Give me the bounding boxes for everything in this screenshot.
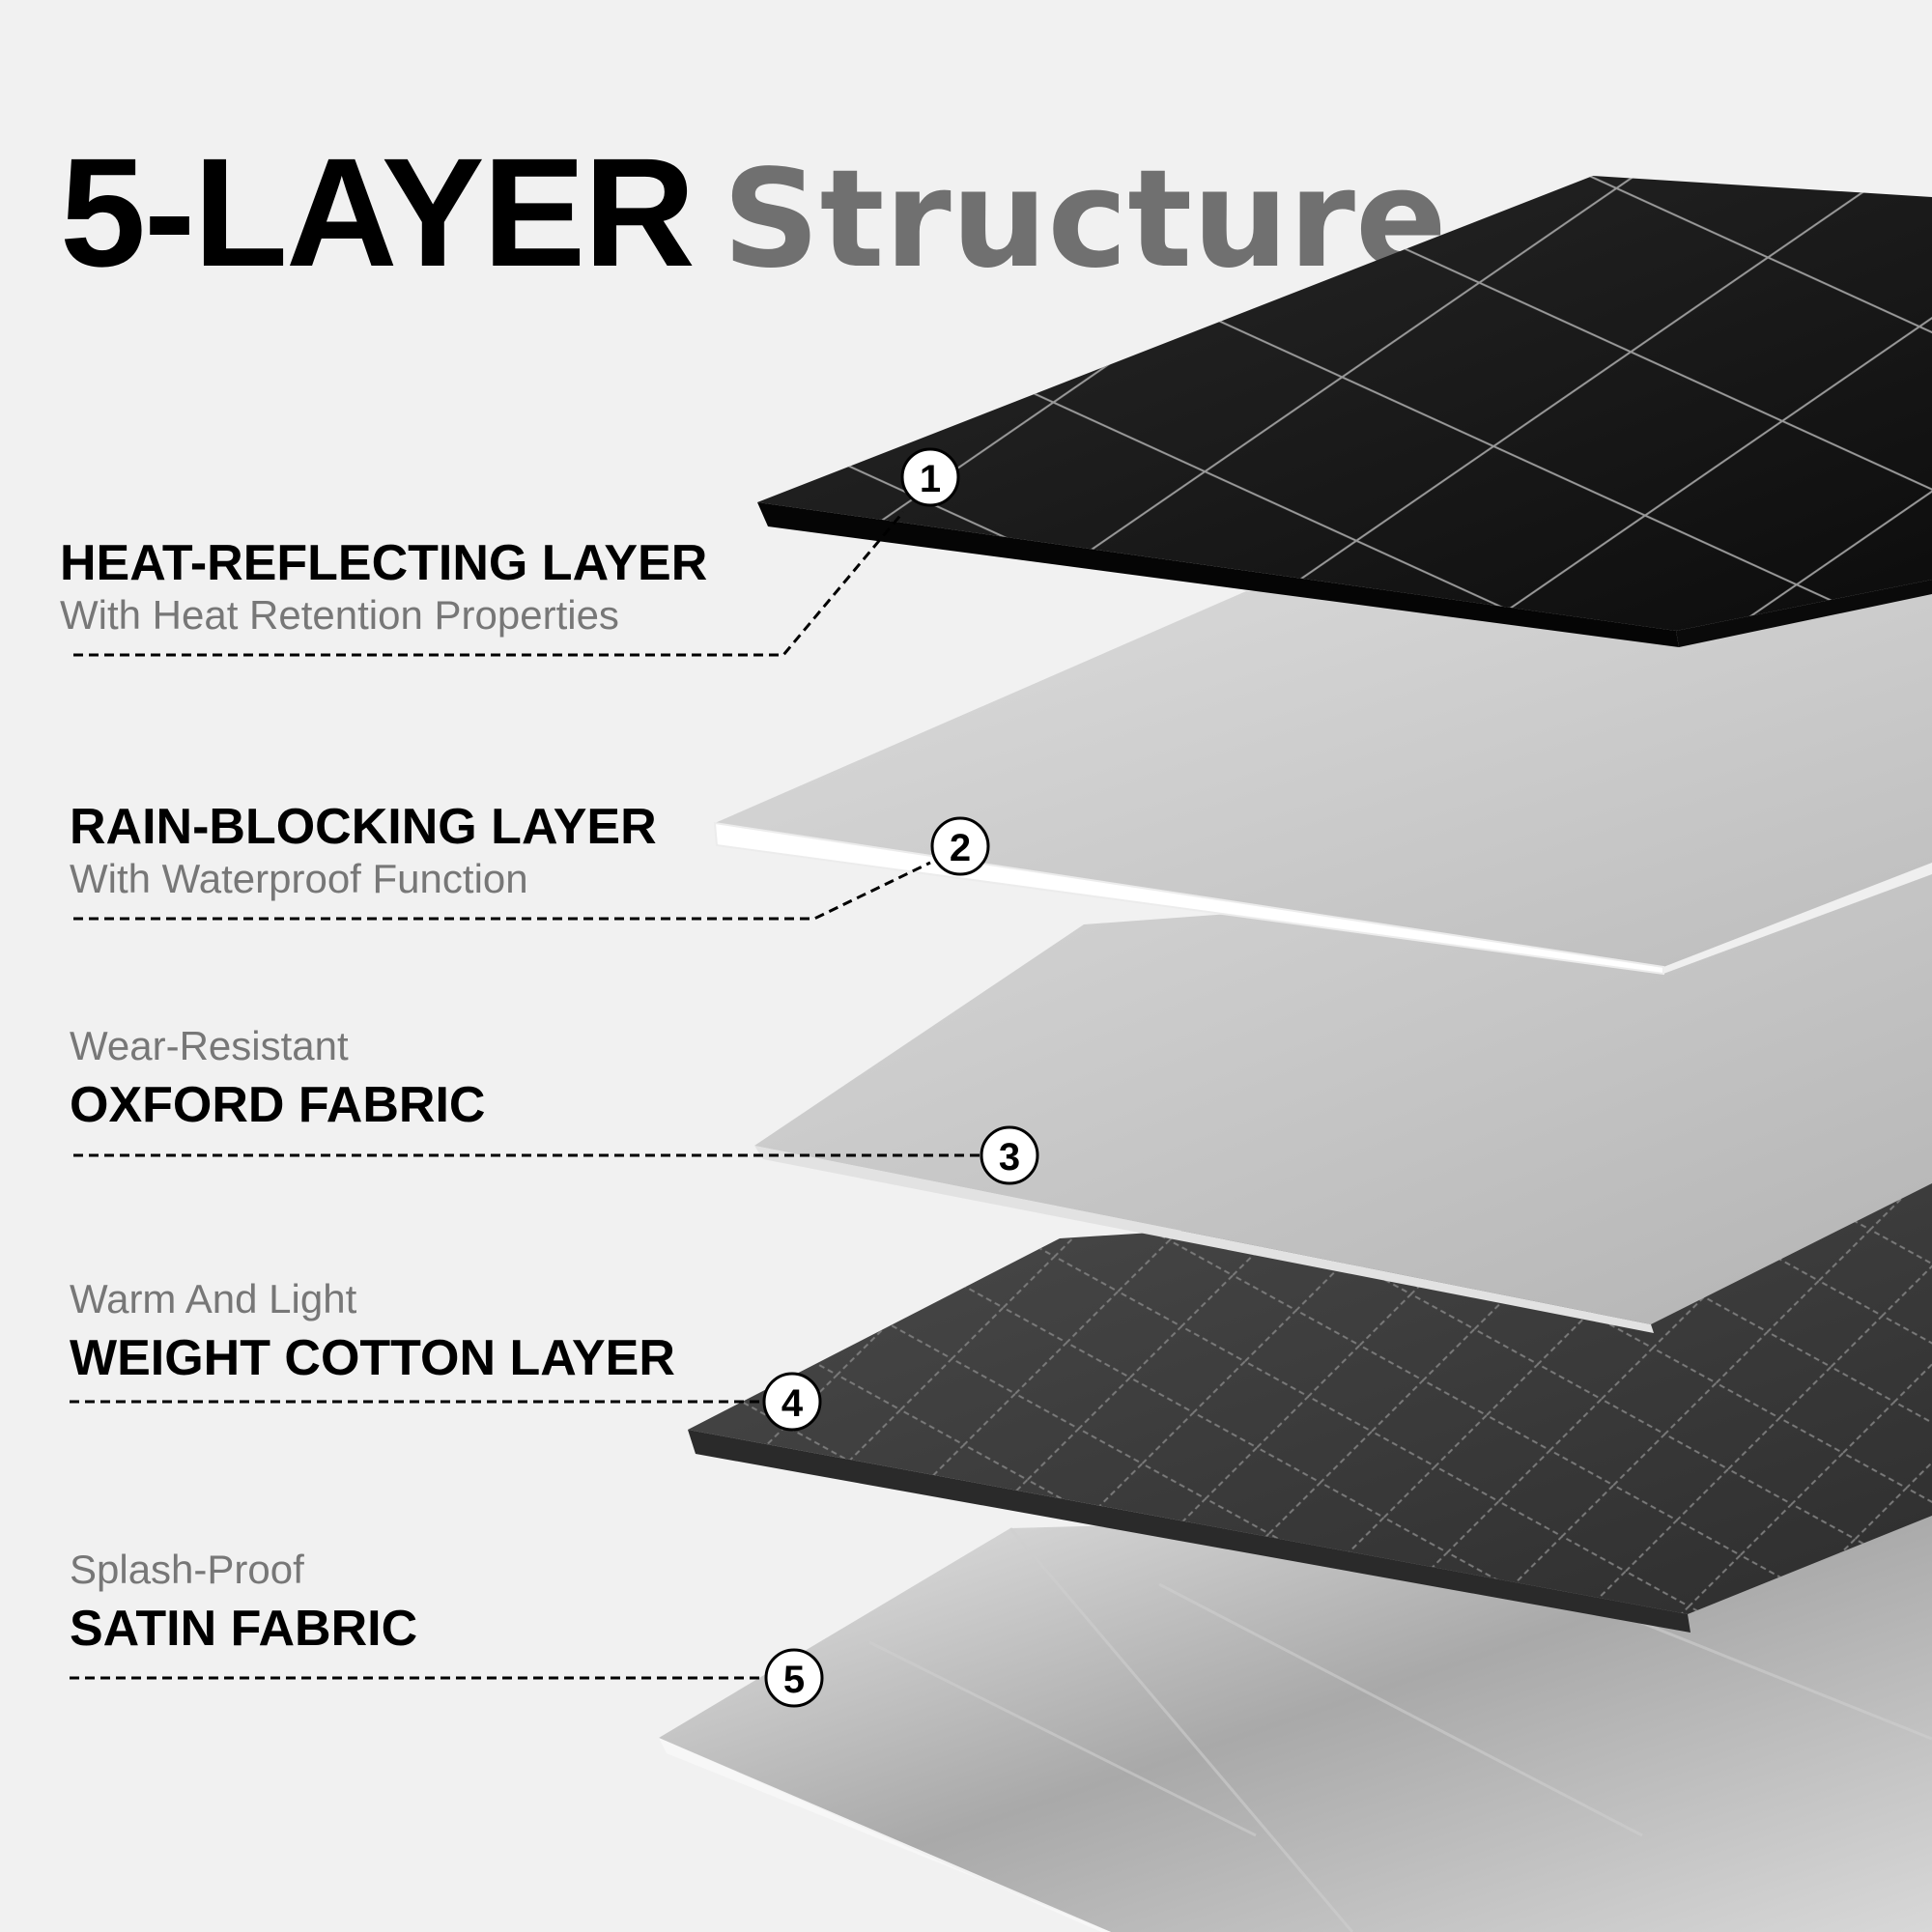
layer-1-subtitle: With Heat Retention Properties [60, 592, 619, 639]
layer-3-subtitle: Wear-Resistant [70, 1023, 349, 1068]
layer-2-subtitle: With Waterproof Function [70, 856, 528, 902]
layer-1-heat-reflecting [757, 176, 1932, 647]
layer-2-rain-blocking [713, 580, 1932, 976]
label-layer-1: HEAT-REFLECTING LAYER With Heat Retentio… [60, 535, 708, 640]
label-layer-5: Splash-Proof SATIN FABRIC [70, 1546, 417, 1658]
layer-2-title: RAIN-BLOCKING LAYER [70, 799, 657, 855]
badge-2: 2 [930, 816, 990, 876]
leader-lines [70, 511, 980, 1680]
leader-line-2 [73, 861, 931, 921]
number-badges: 1 2 3 4 5 [762, 447, 1039, 1708]
layer-5-subtitle: Splash-Proof [70, 1547, 304, 1592]
layer-4-title: WEIGHT COTTON LAYER [70, 1330, 675, 1387]
svg-text:1: 1 [920, 458, 941, 500]
layer-5-title: SATIN FABRIC [70, 1601, 418, 1658]
label-layer-4: Warm And Light WEIGHT COTTON LAYER [70, 1275, 675, 1387]
svg-text:3: 3 [999, 1136, 1020, 1179]
badge-1: 1 [900, 447, 960, 507]
layer-3-title: OXFORD FABRIC [70, 1077, 486, 1134]
title-bold: 5-LAYER [60, 126, 696, 298]
label-layer-2: RAIN-BLOCKING LAYER With Waterproof Func… [70, 799, 657, 904]
svg-text:4: 4 [781, 1382, 804, 1425]
badge-4: 4 [762, 1372, 822, 1432]
layer-4-subtitle: Warm And Light [70, 1276, 357, 1321]
badge-5: 5 [764, 1648, 824, 1708]
badge-3: 3 [980, 1125, 1039, 1185]
label-layer-3: Wear-Resistant OXFORD FABRIC [70, 1022, 485, 1134]
leader-line-1 [73, 511, 905, 657]
layer-3-oxford [754, 863, 1932, 1333]
svg-text:5: 5 [783, 1659, 805, 1701]
layer-1-title: HEAT-REFLECTING LAYER [60, 535, 708, 591]
svg-text:2: 2 [950, 827, 971, 869]
title-light: Structure [722, 141, 1447, 298]
